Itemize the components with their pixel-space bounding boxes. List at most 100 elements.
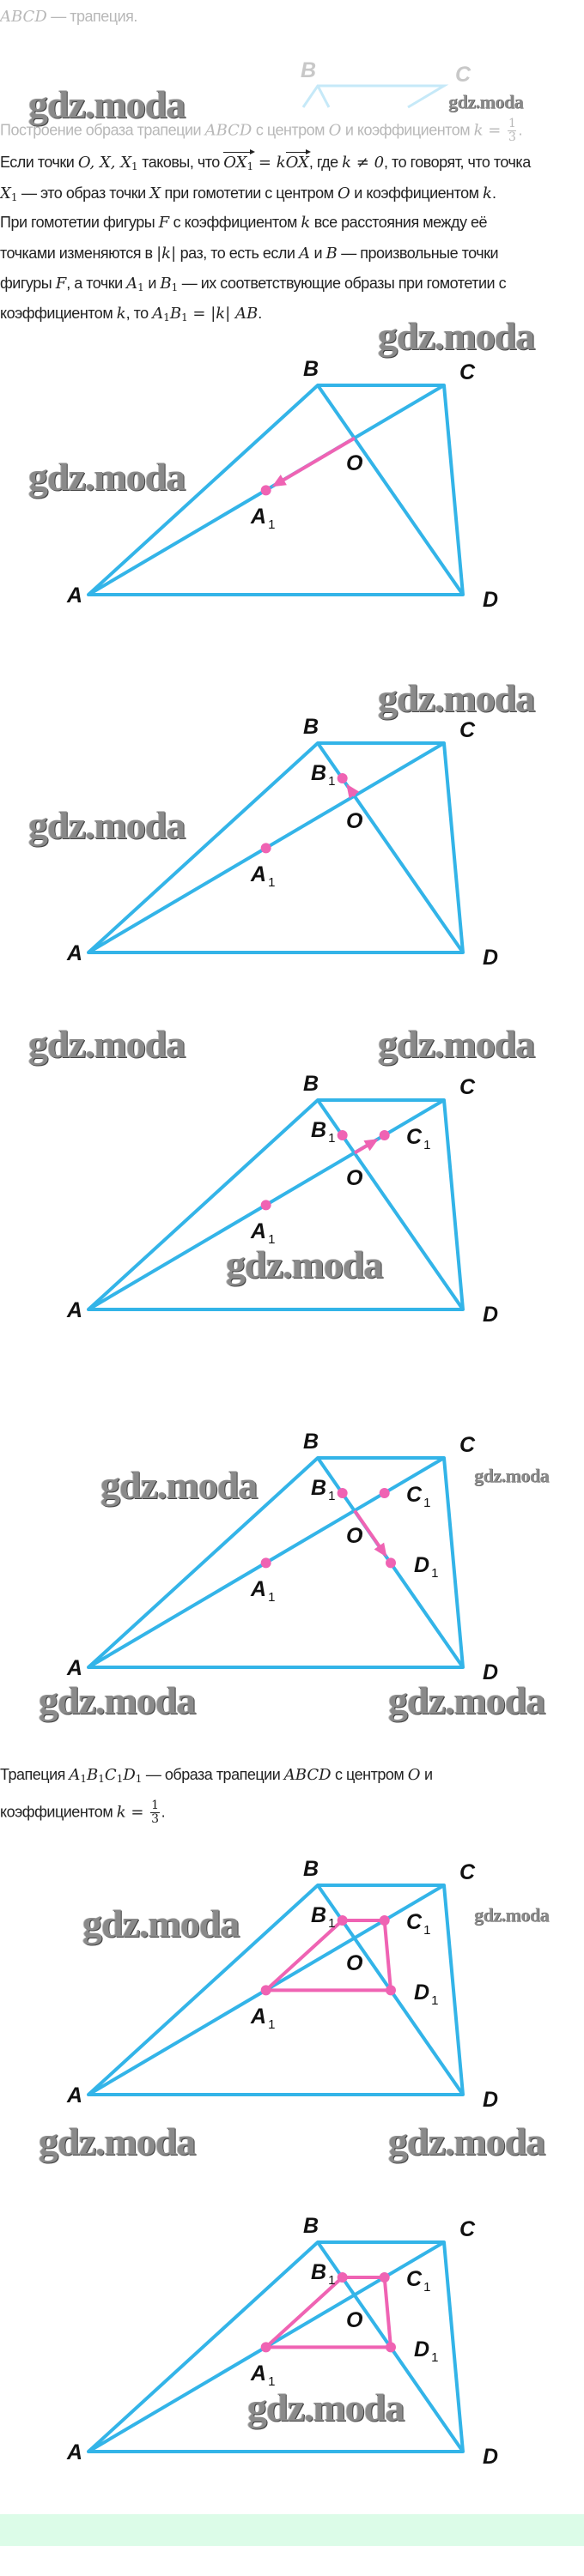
text-run: — это образ точки bbox=[17, 184, 150, 202]
definition-line-2: X1 — это образ точки X при гомотетии с ц… bbox=[0, 184, 496, 207]
math-expression: A bbox=[298, 245, 310, 263]
math-expression: O bbox=[407, 1766, 421, 1784]
definition-line-3: При гомотетии фигуры F с коэффициентом k… bbox=[0, 213, 487, 233]
text-run: , а точки bbox=[66, 275, 127, 292]
definition-line-6: коэффициентом k, то A1B1 = |k| AB. bbox=[0, 304, 262, 327]
label-a: A bbox=[66, 1298, 82, 1322]
text-run: — их соответствующие образы при гомотети… bbox=[178, 275, 507, 292]
point-b1 bbox=[337, 2272, 348, 2283]
label-d: D bbox=[483, 588, 498, 612]
vector-expression: OX bbox=[285, 152, 309, 172]
text-run: коэффициентом bbox=[0, 1803, 117, 1821]
text-run: при гомотетии с центром bbox=[161, 184, 338, 202]
point-a1 bbox=[260, 1200, 271, 1211]
watermark: gdz.moda bbox=[388, 1678, 545, 1722]
point-b1 bbox=[337, 1915, 348, 1926]
label-o: O bbox=[346, 1524, 363, 1548]
diagonal-bd bbox=[316, 384, 465, 596]
construction-caption: Построение образа трапеции ABCD с центро… bbox=[0, 118, 522, 144]
watermark: gdz.moda bbox=[388, 2119, 545, 2163]
text-run: точками изменяются в bbox=[0, 245, 157, 262]
math-expression: |k| bbox=[156, 245, 177, 263]
watermark: gdz.moda bbox=[378, 676, 535, 720]
vector-o-to-a1 bbox=[278, 436, 356, 484]
text-run: , где bbox=[308, 154, 343, 171]
label-o: O bbox=[346, 451, 363, 475]
label-c: C bbox=[459, 1433, 476, 1457]
point-c1 bbox=[379, 1915, 390, 1926]
text-run: , то говорят, что точка bbox=[384, 154, 531, 171]
text-run: Трапеция bbox=[0, 1766, 70, 1783]
text-run: с коэффициентом bbox=[169, 214, 301, 231]
faded-label-c: C bbox=[455, 63, 471, 87]
watermark: gdz.moda bbox=[378, 314, 535, 358]
arrowhead-icon bbox=[374, 1542, 387, 1557]
math-expression: X1 bbox=[0, 184, 18, 203]
label-a: A bbox=[66, 1656, 82, 1680]
text-run: — трапеция. bbox=[46, 8, 137, 25]
text-run: все расстояния между её bbox=[310, 214, 488, 231]
text-run: — произвольные точки bbox=[337, 245, 499, 262]
point-a1 bbox=[260, 1985, 271, 1996]
label-c: C bbox=[459, 1860, 476, 1884]
point-a1 bbox=[260, 2342, 271, 2353]
math-expression: B bbox=[325, 245, 338, 263]
math-expression: ABCD bbox=[283, 1766, 332, 1784]
text-run: и bbox=[420, 1766, 433, 1783]
watermark: gdz.moda bbox=[28, 1022, 186, 1066]
text-run: и bbox=[309, 245, 326, 262]
math-expression: O bbox=[328, 121, 342, 140]
text-run: и bbox=[143, 275, 161, 292]
text-run: Построение образа трапеции bbox=[0, 121, 205, 139]
math-expression: B1 bbox=[160, 275, 179, 293]
text-run: фигуры bbox=[0, 275, 56, 292]
label-d: D bbox=[483, 2088, 498, 2112]
math-expression: O bbox=[338, 184, 350, 203]
math-expression: A1B1C1D1 bbox=[69, 1766, 143, 1785]
label-c: C bbox=[459, 718, 476, 742]
point-b1 bbox=[337, 1488, 348, 1498]
vector-expression: OX1 bbox=[223, 152, 254, 172]
label-a: A bbox=[66, 2083, 82, 2107]
faded-trapezoid-fragment: B C bbox=[301, 58, 471, 109]
text-run: . bbox=[161, 1803, 166, 1821]
point-a1 bbox=[260, 1557, 271, 1569]
text-run: коэффициентом bbox=[0, 305, 117, 322]
math-expression: A1 bbox=[126, 275, 144, 293]
watermark: gdz.moda bbox=[39, 1678, 196, 1722]
top-fragment-text: ABCD — трапеция. bbox=[0, 7, 137, 27]
definition-line-5: фигуры F, а точки A1 и B1 — их соответст… bbox=[0, 274, 507, 297]
point-c1 bbox=[379, 2272, 390, 2283]
label-b: B bbox=[303, 1072, 319, 1096]
watermark: gdz.moda bbox=[100, 1463, 258, 1507]
label-o: O bbox=[346, 809, 363, 833]
math-expression: = k bbox=[253, 154, 286, 172]
watermark: gdz.moda bbox=[82, 1902, 240, 1945]
math-expression: k bbox=[301, 214, 311, 232]
point-a1 bbox=[260, 485, 271, 496]
math-expression: X bbox=[149, 184, 161, 203]
fraction-part: 3 bbox=[508, 130, 516, 144]
label-d: D bbox=[483, 1303, 498, 1327]
label-o: O bbox=[346, 2308, 363, 2332]
label-b: B bbox=[303, 1430, 319, 1454]
point-b1 bbox=[337, 1130, 348, 1140]
definition-line-1: Если точки O, X, X1 таковы, что OX1 = kO… bbox=[0, 152, 531, 176]
math-expression: F bbox=[158, 214, 170, 232]
